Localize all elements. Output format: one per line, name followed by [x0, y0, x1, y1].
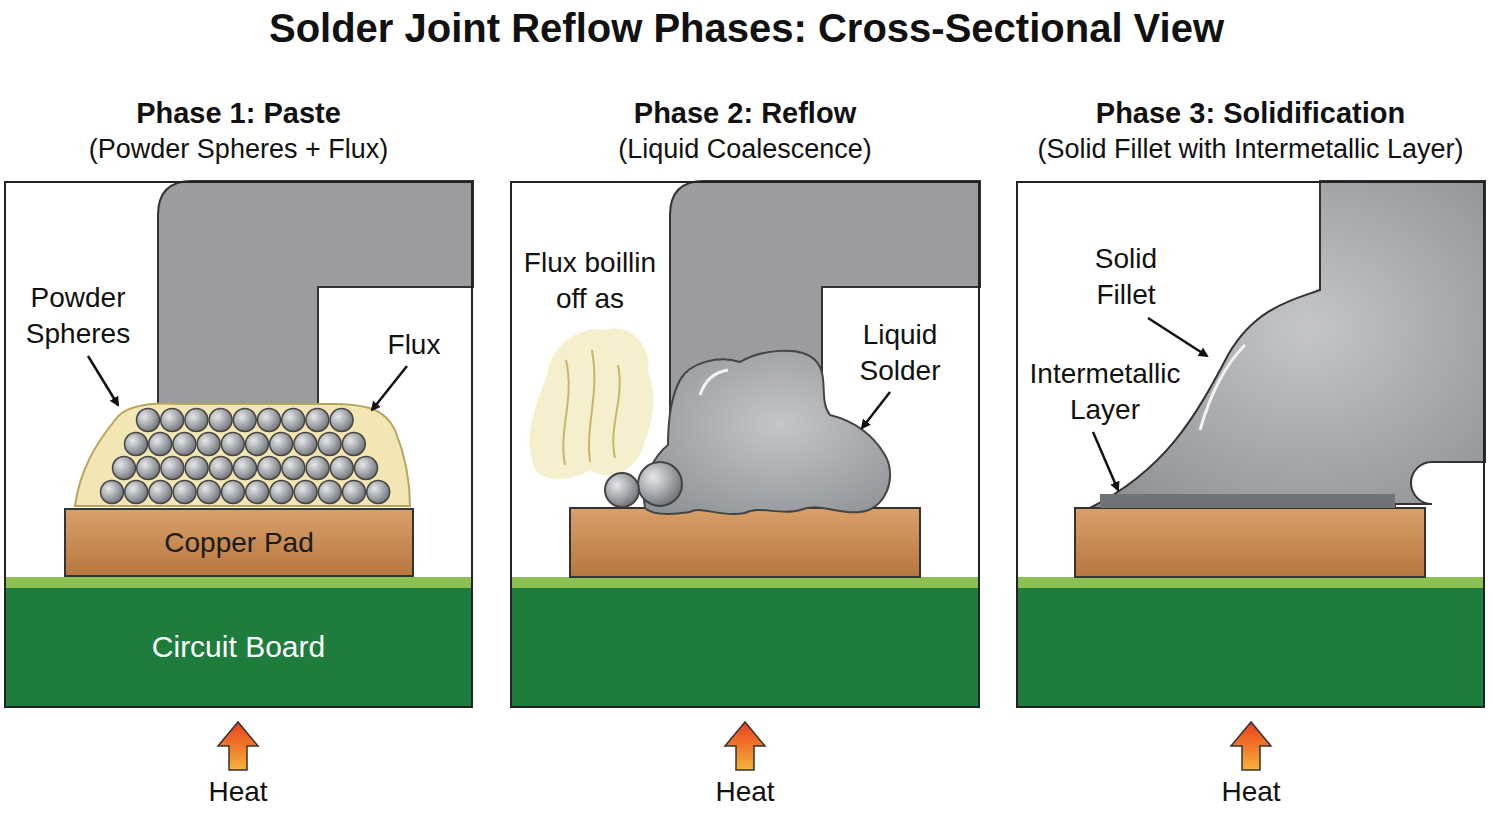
powder-sphere [343, 481, 366, 504]
highlight [1200, 345, 1245, 430]
heat-arrow [725, 722, 765, 770]
powder-sphere [342, 433, 365, 456]
powder-sphere [149, 433, 172, 456]
phase-subheading: (Liquid Coalescence) [510, 131, 980, 167]
powder-sphere [161, 457, 184, 480]
circuit-board [1018, 588, 1483, 706]
powder-sphere [161, 409, 184, 432]
leader-arrow [372, 366, 407, 410]
copper-pad: Copper Pad [64, 508, 414, 577]
powder-sphere [101, 481, 124, 504]
powder-sphere [355, 457, 378, 480]
leader-arrow [862, 392, 890, 428]
phase-heading: Phase 1: Paste [4, 95, 473, 131]
powder-sphere [137, 409, 160, 432]
phase-panel: Phase 1: Paste(Powder Spheres + Flux) Cop… [4, 95, 473, 708]
powder-sphere [185, 457, 208, 480]
callout-label: Powder Spheres [3, 280, 153, 352]
powder-sphere [306, 457, 329, 480]
powder-sphere [197, 433, 220, 456]
powder-sphere [330, 409, 353, 432]
powder-sphere [173, 481, 196, 504]
intermetallic-layer [1100, 494, 1395, 508]
powder-sphere [246, 433, 269, 456]
powder-sphere [270, 481, 293, 504]
phase-heading: Phase 2: Reflow [510, 95, 980, 131]
flux-paste [75, 403, 410, 506]
powder-sphere [270, 433, 293, 456]
callout-label: Solid Fillet [1066, 241, 1186, 313]
powder-sphere [209, 409, 232, 432]
powder-sphere [209, 457, 232, 480]
powder-sphere [149, 481, 172, 504]
powder-sphere [197, 481, 220, 504]
powder-sphere [113, 457, 136, 480]
board-edge [1018, 577, 1483, 588]
heat-label: Heat [1196, 774, 1306, 810]
flux-vapour [530, 328, 654, 479]
powder-sphere [173, 433, 196, 456]
powder-spheres [101, 409, 390, 504]
powder-sphere [294, 433, 317, 456]
powder-sphere [294, 481, 317, 504]
heat-label: Heat [690, 774, 800, 810]
callout-label: Liquid Solder [835, 317, 965, 389]
phase-heading: Phase 3: Solidification [1016, 95, 1485, 131]
powder-sphere [282, 409, 305, 432]
pad-label: Copper Pad [164, 527, 313, 559]
heat-label: Heat [183, 774, 293, 810]
phase-subheading: (Powder Spheres + Flux) [4, 131, 473, 167]
component-lead [158, 181, 473, 420]
powder-sphere [258, 457, 281, 480]
powder-sphere [234, 457, 257, 480]
circuit-board [512, 588, 978, 706]
leader-arrow [88, 356, 118, 405]
callout-label: Intermetallic Layer [1005, 356, 1205, 428]
panel-frame [1016, 181, 1485, 708]
callout-label: Flux boillin off as [505, 245, 675, 317]
diagram-title: Solder Joint Reflow Phases: Cross-Sectio… [0, 6, 1493, 50]
leader-arrow [1093, 432, 1118, 490]
powder-sphere [233, 409, 256, 432]
powder-sphere [318, 433, 341, 456]
powder-sphere [185, 409, 208, 432]
powder-sphere [222, 481, 245, 504]
board-edge [4, 577, 473, 588]
powder-sphere [221, 433, 244, 456]
powder-sphere [318, 481, 341, 504]
heat-arrow [218, 722, 258, 770]
copper-pad [570, 508, 920, 577]
solid-fillet [1090, 181, 1485, 508]
heat-arrow [1231, 722, 1271, 770]
powder-sphere [246, 481, 269, 504]
powder-sphere [282, 457, 305, 480]
powder-sphere [137, 457, 160, 480]
powder-sphere [330, 457, 353, 480]
powder-sphere [367, 481, 390, 504]
board-edge [512, 577, 978, 588]
phase-panel: Phase 2: Reflow(Liquid Coalescence) [510, 95, 980, 708]
board-label: Circuit Board [152, 630, 325, 664]
powder-sphere [125, 433, 148, 456]
callout-label: Flux [374, 327, 454, 363]
powder-sphere [638, 462, 682, 506]
phase-subheading: (Solid Fillet with Intermetallic Layer) [1016, 131, 1485, 167]
copper-pad [1075, 508, 1425, 577]
powder-sphere [258, 409, 281, 432]
vapour-lines [563, 350, 619, 465]
powder-sphere [306, 409, 329, 432]
circuit-board: Circuit Board [6, 588, 471, 706]
powder-sphere [125, 481, 148, 504]
highlight [700, 370, 728, 395]
leader-arrow [1148, 318, 1207, 356]
powder-sphere [605, 473, 639, 507]
